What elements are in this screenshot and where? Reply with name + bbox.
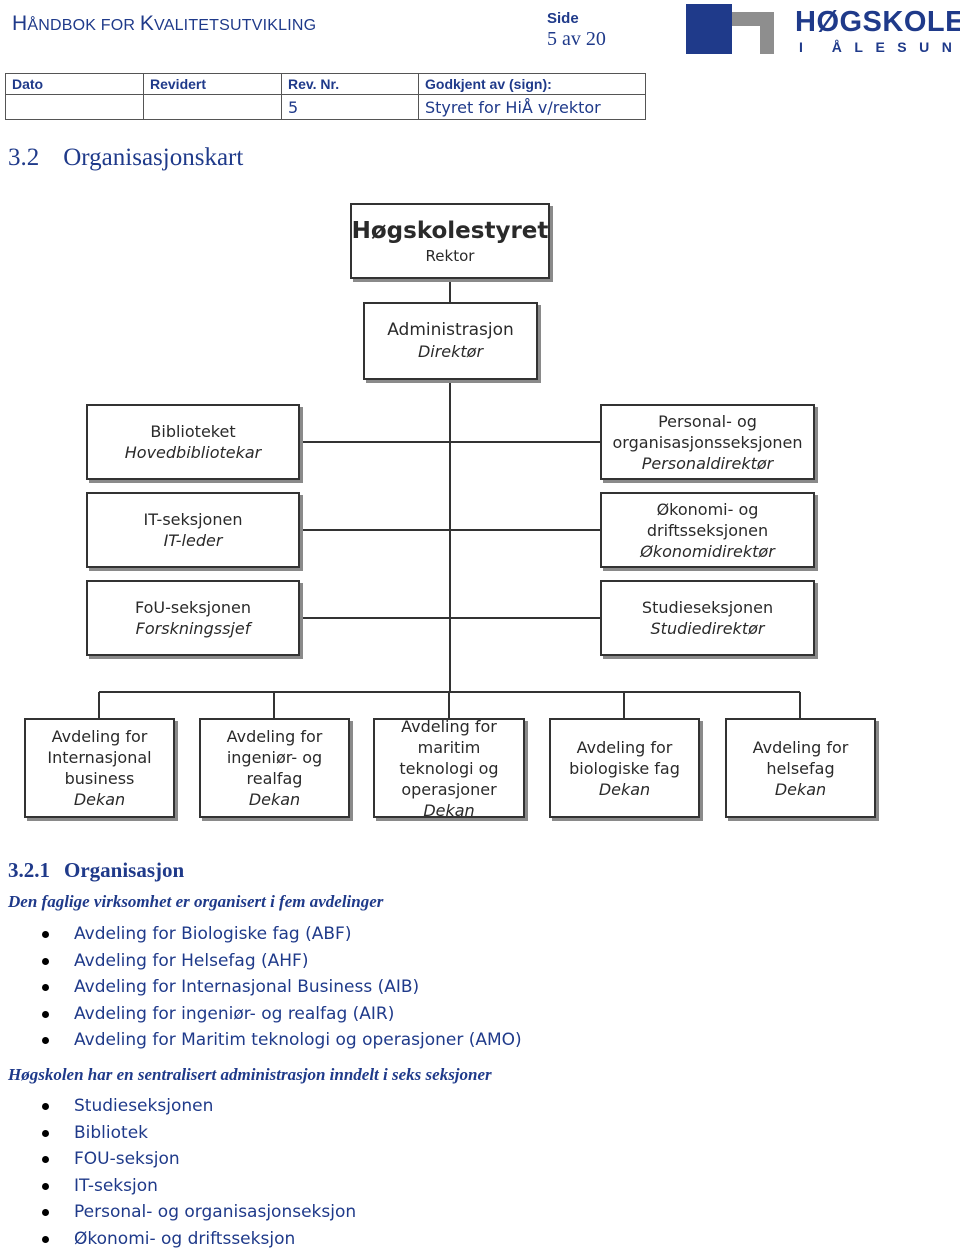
org-box-title: Avdeling for ingeniør- og realfag [215, 726, 334, 789]
list-item: Avdeling for ingeniør- og realfag (AIR) [42, 1001, 522, 1028]
revision-table: Dato Revidert Rev. Nr. Godkjent av (sign… [5, 73, 646, 120]
org-box-title: Høgskolestyret [352, 216, 549, 246]
org-box-fou: FoU-seksjonen Forskningssjef [86, 580, 300, 656]
org-box-finance: Økonomi- og driftsseksjonen Økonomidirek… [600, 492, 815, 568]
org-chart: Høgskolestyret Rektor Administrasjon Dir… [0, 190, 960, 840]
org-box-role: Dekan [423, 800, 474, 821]
org-box-dept-abf: Avdeling for biologiske fag Dekan [549, 718, 700, 818]
org-box-title: Studieseksjonen [642, 597, 773, 618]
org-box-title: Avdeling for maritim teknologi og operas… [381, 716, 517, 800]
org-box-studies: Studieseksjonen Studiedirektør [600, 580, 815, 656]
org-box-title: Personal- og organisasjonsseksjonen [608, 411, 807, 453]
org-box-role: Hovedbibliotekar [125, 442, 262, 463]
org-box-role: Rektor [426, 246, 475, 267]
org-box-role: Forskningssjef [136, 618, 251, 639]
org-box-role: Direktør [418, 341, 483, 362]
org-box-title: Avdeling for Internasjonal business [36, 726, 163, 789]
departments-intro: Den faglige virksomhet er organisert i f… [8, 892, 383, 912]
org-box-title: Avdeling for helsefag [747, 737, 854, 779]
list-item: Avdeling for Biologiske fag (ABF) [42, 921, 522, 948]
org-box-title: IT-seksjonen [144, 509, 243, 530]
org-box-role: Personaldirektør [642, 453, 774, 474]
value-godkjent: Styret for HiÅ v/rektor [419, 95, 646, 120]
org-box-dept-aib: Avdeling for Internasjonal business Deka… [24, 718, 175, 818]
org-box-dept-air: Avdeling for ingeniør- og realfag Dekan [199, 718, 350, 818]
org-box-administration: Administrasjon Direktør [363, 302, 538, 380]
logo-name: HØGSKOLEN [795, 6, 960, 39]
value-rev-nr: 5 [282, 95, 419, 120]
side-label: Side [547, 10, 579, 27]
list-item: FOU-seksjon [42, 1146, 356, 1173]
org-box-role: Dekan [74, 789, 125, 810]
list-item: Avdeling for Maritim teknologi og operas… [42, 1027, 522, 1054]
list-item: Personal- og organisasjonseksjon [42, 1199, 356, 1226]
list-item: Bibliotek [42, 1120, 356, 1147]
org-box-role: Studiedirektør [651, 618, 765, 639]
handbook-title: HÅNDBOK FOR KVALITETSUTVIKLING [12, 12, 316, 36]
org-box-role: Dekan [599, 779, 650, 800]
header-dato: Dato [6, 74, 144, 95]
list-item: IT-seksjon [42, 1173, 356, 1200]
list-item: Avdeling for Internasjonal Business (AIB… [42, 974, 522, 1001]
org-box-title: Biblioteket [150, 421, 235, 442]
sections-list: Studieseksjonen Bibliotek FOU-seksjon IT… [42, 1093, 356, 1252]
org-box-personnel: Personal- og organisasjonsseksjonen Pers… [600, 404, 815, 480]
value-dato [6, 95, 144, 120]
org-box-library: Biblioteket Hovedbibliotekar [86, 404, 300, 480]
header-revidert: Revidert [144, 74, 282, 95]
org-box-title: Avdeling for biologiske fag [565, 737, 684, 779]
org-box-title: FoU-seksjonen [135, 597, 251, 618]
org-box-role: Økonomidirektør [640, 541, 775, 562]
org-box-role: Dekan [249, 789, 300, 810]
list-item: Økonomi- og driftsseksjon [42, 1226, 356, 1252]
list-item: Avdeling for Helsefag (AHF) [42, 948, 522, 975]
org-box-role: IT-leder [164, 530, 223, 551]
org-box-dept-amo: Avdeling for maritim teknologi og operas… [373, 718, 525, 818]
header-godkjent: Godkjent av (sign): [419, 74, 646, 95]
sections-intro: Høgskolen har en sentralisert administra… [8, 1065, 492, 1085]
org-box-board: Høgskolestyret Rektor [350, 203, 550, 279]
value-revidert [144, 95, 282, 120]
org-box-title: Administrasjon [387, 320, 514, 341]
list-item: Studieseksjonen [42, 1093, 356, 1120]
page-number: 5 av 20 [547, 28, 606, 51]
org-box-dept-ahf: Avdeling for helsefag Dekan [725, 718, 876, 818]
org-box-title: Økonomi- og driftsseksjonen [642, 499, 773, 541]
departments-list: Avdeling for Biologiske fag (ABF) Avdeli… [42, 921, 522, 1054]
org-box-role: Dekan [775, 779, 826, 800]
org-box-it: IT-seksjonen IT-leder [86, 492, 300, 568]
header-rev-nr: Rev. Nr. [282, 74, 419, 95]
